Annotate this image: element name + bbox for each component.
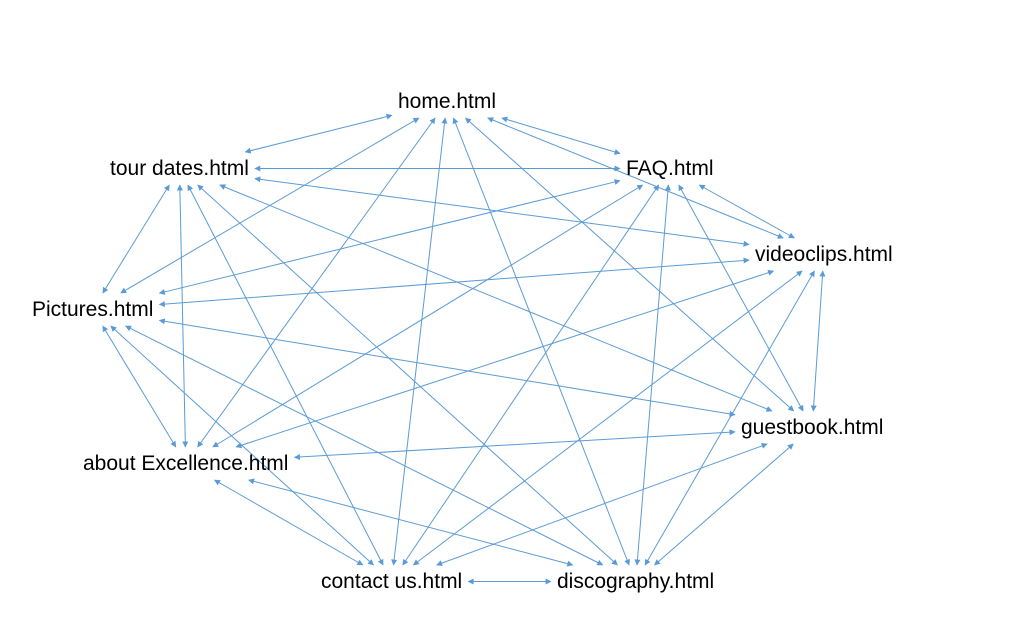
link-arrow-pics-about	[102, 325, 177, 448]
link-arrow-tour-video	[254, 176, 750, 247]
link-arrow-faq-about	[212, 184, 644, 448]
node-guestbook: guestbook.html	[741, 416, 884, 439]
node-videoclips: videoclips.html	[755, 243, 893, 266]
link-arrow-tour-pics	[102, 184, 170, 294]
link-arrow-guest-contact	[436, 443, 768, 566]
link-arrow-tour-guest	[219, 184, 773, 412]
link-arrow-pics-contact	[110, 325, 374, 566]
link-arrow-tour-about	[176, 184, 189, 448]
link-arrow-home-contact	[391, 117, 448, 566]
link-arrow-faq-pics	[158, 179, 621, 295]
node-faq: FAQ.html	[626, 157, 714, 180]
link-arrow-about-contact	[213, 479, 364, 566]
node-pictures: Pictures.html	[32, 298, 154, 321]
link-arrow-video-about	[235, 269, 775, 449]
node-about-excellence: about Excellence.html	[83, 452, 289, 475]
node-tour-dates: tour dates.html	[110, 157, 249, 180]
link-arrow-about-guest	[293, 429, 736, 460]
link-arrow-pics-guest	[158, 318, 736, 417]
node-home: home.html	[398, 90, 497, 113]
link-arrow-about-disco	[248, 478, 574, 567]
node-discography: discography.html	[557, 570, 715, 593]
link-arrow-guest-disco	[654, 443, 794, 566]
link-arrow-faq-guest	[678, 184, 804, 412]
node-contact-us: contact us.html	[321, 570, 463, 593]
link-arrow-video-guest	[810, 270, 826, 412]
link-arrow-faq-video	[698, 184, 795, 239]
link-arrow-faq-disco	[634, 184, 671, 566]
link-arrow-faq-contact	[402, 184, 660, 566]
